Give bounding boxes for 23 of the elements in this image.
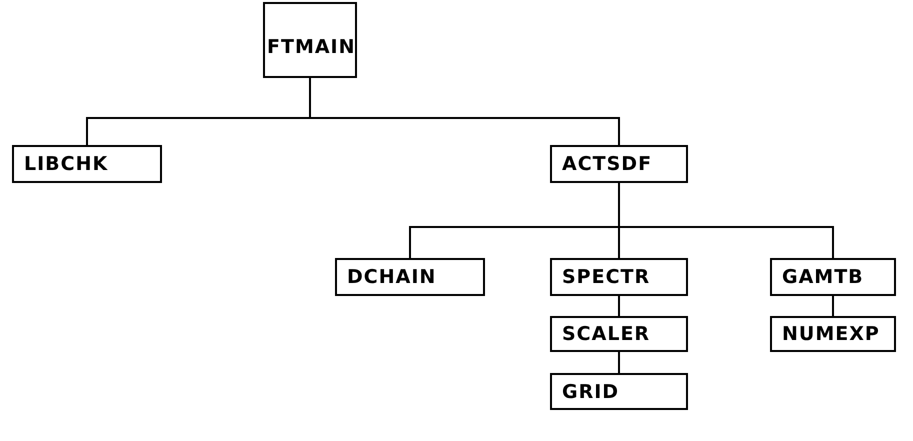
module-name: SCALER — [562, 323, 650, 345]
connector-line — [832, 296, 834, 316]
module-box — [12, 145, 162, 183]
module-box — [770, 316, 896, 352]
module-name: LIBCHK — [24, 153, 108, 175]
module-box — [550, 258, 688, 296]
module-name: ACTSDF — [562, 153, 652, 175]
module-box — [550, 316, 688, 352]
module-name: GAMTB — [782, 266, 864, 288]
module-name: FTMAIN — [267, 36, 356, 58]
module-box — [263, 2, 357, 78]
module-box — [335, 258, 485, 296]
connector-line — [618, 296, 620, 316]
connector-line — [618, 352, 620, 373]
module-box — [550, 145, 688, 183]
module-box — [550, 373, 688, 410]
connector-line — [618, 183, 834, 258]
connector-line — [309, 78, 620, 145]
module-name: GRID — [562, 380, 620, 402]
module-box — [770, 258, 896, 296]
module-name: SPECTR — [562, 266, 650, 288]
module-name: DCHAIN — [347, 266, 436, 288]
module-name: NUMEXP — [782, 323, 880, 345]
